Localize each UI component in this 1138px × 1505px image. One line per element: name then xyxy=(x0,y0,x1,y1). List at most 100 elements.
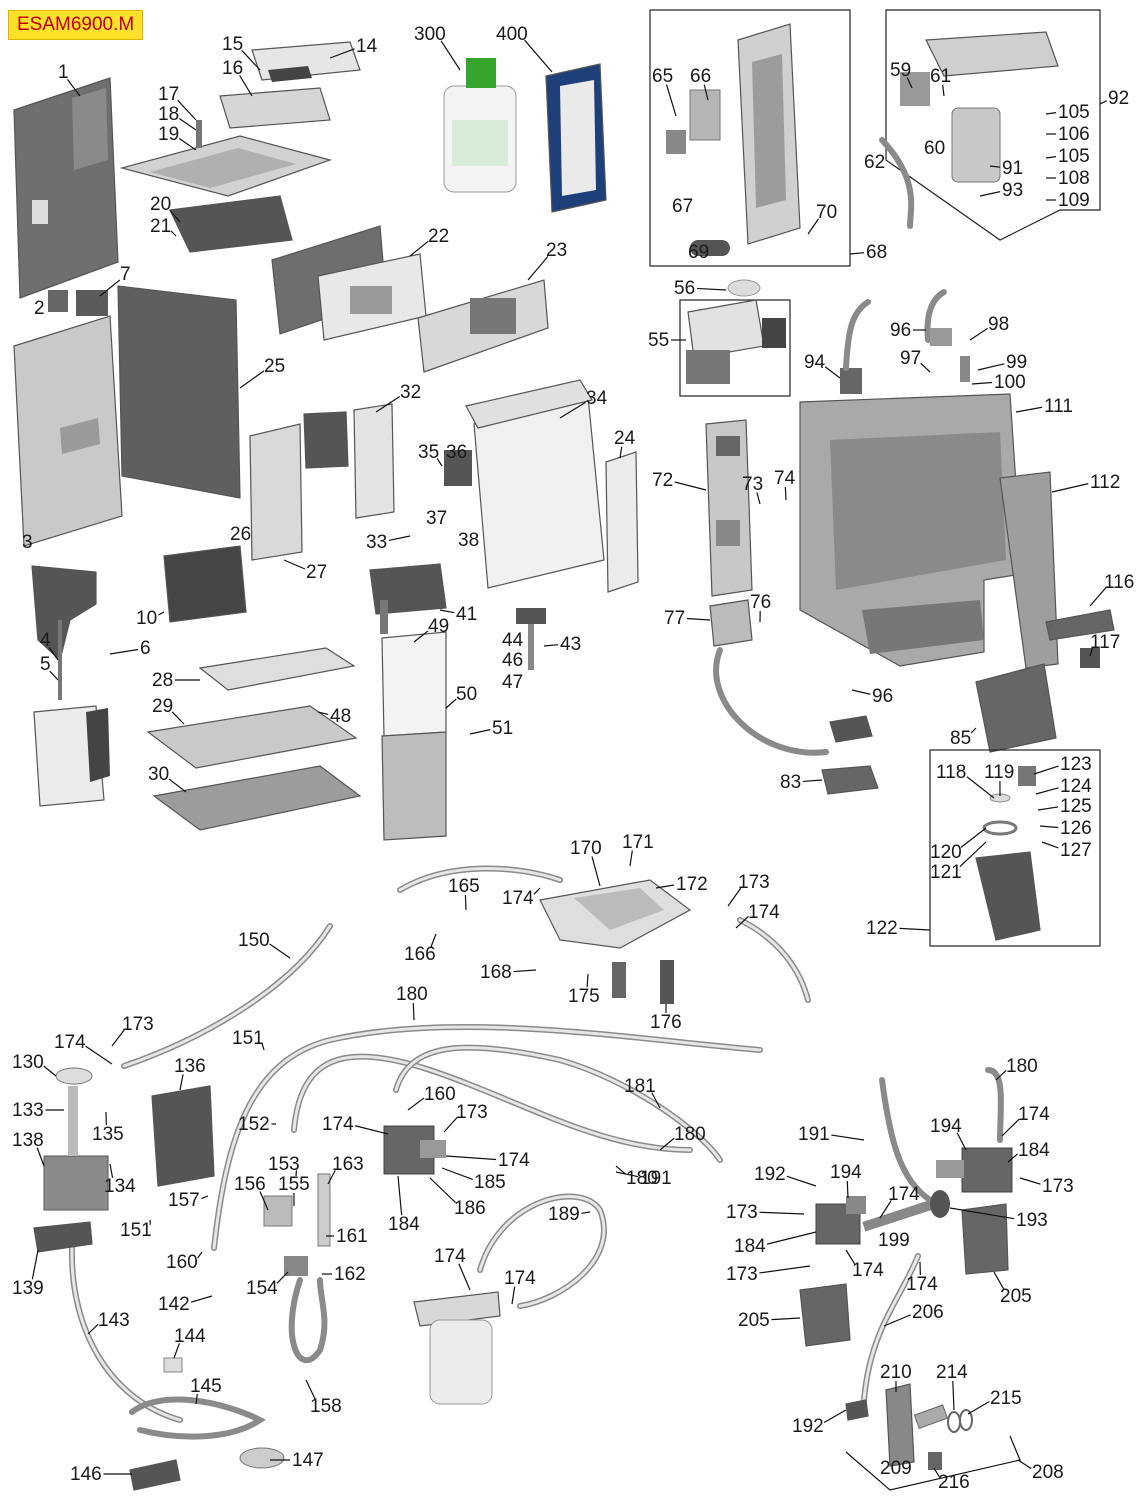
leader-line xyxy=(179,119,196,130)
callout-label: 171 xyxy=(622,832,654,853)
callout-label: 26 xyxy=(230,524,251,545)
part-1-side-panel xyxy=(14,78,118,298)
part-111-chassis xyxy=(800,394,1022,666)
leader-line xyxy=(697,288,726,290)
leader-line xyxy=(442,1168,473,1179)
callout-label: 174 xyxy=(748,902,780,923)
leader-line xyxy=(284,560,305,569)
callout-label: 99 xyxy=(1006,352,1027,373)
callout-label: 111 xyxy=(1044,396,1073,417)
callout-label: 163 xyxy=(332,1154,364,1175)
part-20-21-bracket xyxy=(170,196,292,252)
callout-label: 185 xyxy=(474,1172,506,1193)
callout-label: 48 xyxy=(330,706,351,727)
leader-line xyxy=(970,328,988,340)
leader-line xyxy=(110,650,138,654)
leader-line xyxy=(1036,788,1058,794)
callout-label: 184 xyxy=(388,1214,420,1235)
leader-line xyxy=(50,671,58,680)
callout-label: 65 xyxy=(652,66,673,87)
leader-line xyxy=(1100,101,1107,104)
callout-label: 180 xyxy=(396,984,428,1005)
callout-label: 210 xyxy=(880,1362,912,1383)
leader-line xyxy=(771,1318,800,1320)
callout-label: 150 xyxy=(238,930,270,951)
callout-label: 3 xyxy=(22,532,33,553)
callout-label: 165 xyxy=(448,876,480,897)
part-94-100-wiring xyxy=(840,292,970,394)
leader-line xyxy=(831,1135,864,1140)
callout-label: 170 xyxy=(570,838,602,859)
callout-label: 191 xyxy=(640,1168,672,1189)
callout-label: 100 xyxy=(994,372,1026,393)
leader-line xyxy=(1002,1119,1019,1136)
leader-line xyxy=(470,730,490,734)
callout-label: 174 xyxy=(502,888,534,909)
callout-label: 192 xyxy=(754,1164,786,1185)
callout-label: 166 xyxy=(404,944,436,965)
callout-label: 83 xyxy=(780,772,801,793)
callout-label: 119 xyxy=(984,762,1014,783)
leader-line xyxy=(759,1266,810,1273)
leader-line xyxy=(687,619,710,620)
callout-label: 161 xyxy=(336,1226,368,1247)
callout-label: 158 xyxy=(310,1396,342,1417)
callout-label: 105 xyxy=(1058,102,1090,123)
leader-line xyxy=(430,1178,456,1203)
leader-line xyxy=(446,1156,496,1159)
callout-label: 157 xyxy=(168,1190,200,1211)
callout-label: 43 xyxy=(560,634,581,655)
callout-label: 25 xyxy=(264,356,285,377)
callout-label: 174 xyxy=(434,1246,466,1267)
leader-line xyxy=(44,1066,56,1076)
callout-label: 49 xyxy=(428,616,449,637)
callout-label: 77 xyxy=(664,608,685,629)
leader-line xyxy=(968,1402,989,1414)
callout-label: 56 xyxy=(674,278,695,299)
callout-label: 135 xyxy=(92,1124,124,1145)
callout-label: 38 xyxy=(458,530,479,551)
callout-label: 7 xyxy=(120,264,131,285)
callout-label: 146 xyxy=(70,1464,102,1485)
callout-label: 181 xyxy=(624,1076,656,1097)
leader-line xyxy=(179,139,196,150)
leader-line xyxy=(581,1212,590,1213)
callout-label: 130 xyxy=(12,1052,44,1073)
callout-label: 108 xyxy=(1058,168,1090,189)
leader-line xyxy=(270,944,290,958)
leader-line xyxy=(1018,1460,1031,1469)
leader-line xyxy=(172,712,184,724)
callout-label: 208 xyxy=(1032,1462,1064,1483)
callout-label: 124 xyxy=(1060,776,1092,797)
part-3-side-cover xyxy=(14,316,122,546)
leader-line xyxy=(277,1272,288,1283)
callout-label: 91 xyxy=(1002,158,1023,179)
tube-180 xyxy=(294,1057,690,1151)
leader-line xyxy=(1034,766,1058,774)
callout-label: 214 xyxy=(936,1362,968,1383)
leader-line xyxy=(767,1232,816,1244)
callout-label: 74 xyxy=(774,468,796,489)
callout-label: 27 xyxy=(306,562,327,583)
leader-line xyxy=(899,928,930,930)
callout-label: 206 xyxy=(912,1302,944,1323)
callout-label: 24 xyxy=(614,428,636,449)
callout-label: 5 xyxy=(40,654,51,675)
callout-label: 120 xyxy=(930,842,962,863)
callout-label: 105 xyxy=(1058,146,1090,167)
part-10-grounds-container xyxy=(164,546,246,622)
callout-label: 134 xyxy=(104,1176,136,1197)
part-28-30-drip-tray xyxy=(148,648,360,830)
leader-line xyxy=(534,888,540,894)
leader-line xyxy=(1052,484,1088,492)
leader-line xyxy=(961,828,986,847)
leader-line xyxy=(972,382,992,384)
callout-label: 173 xyxy=(726,1264,758,1285)
callout-label: 173 xyxy=(1042,1176,1074,1197)
callout-label: 14 xyxy=(356,36,378,57)
callout-label: 209 xyxy=(880,1458,912,1479)
part-55-56-grinder-motor xyxy=(686,280,786,384)
leader-line xyxy=(513,970,536,972)
